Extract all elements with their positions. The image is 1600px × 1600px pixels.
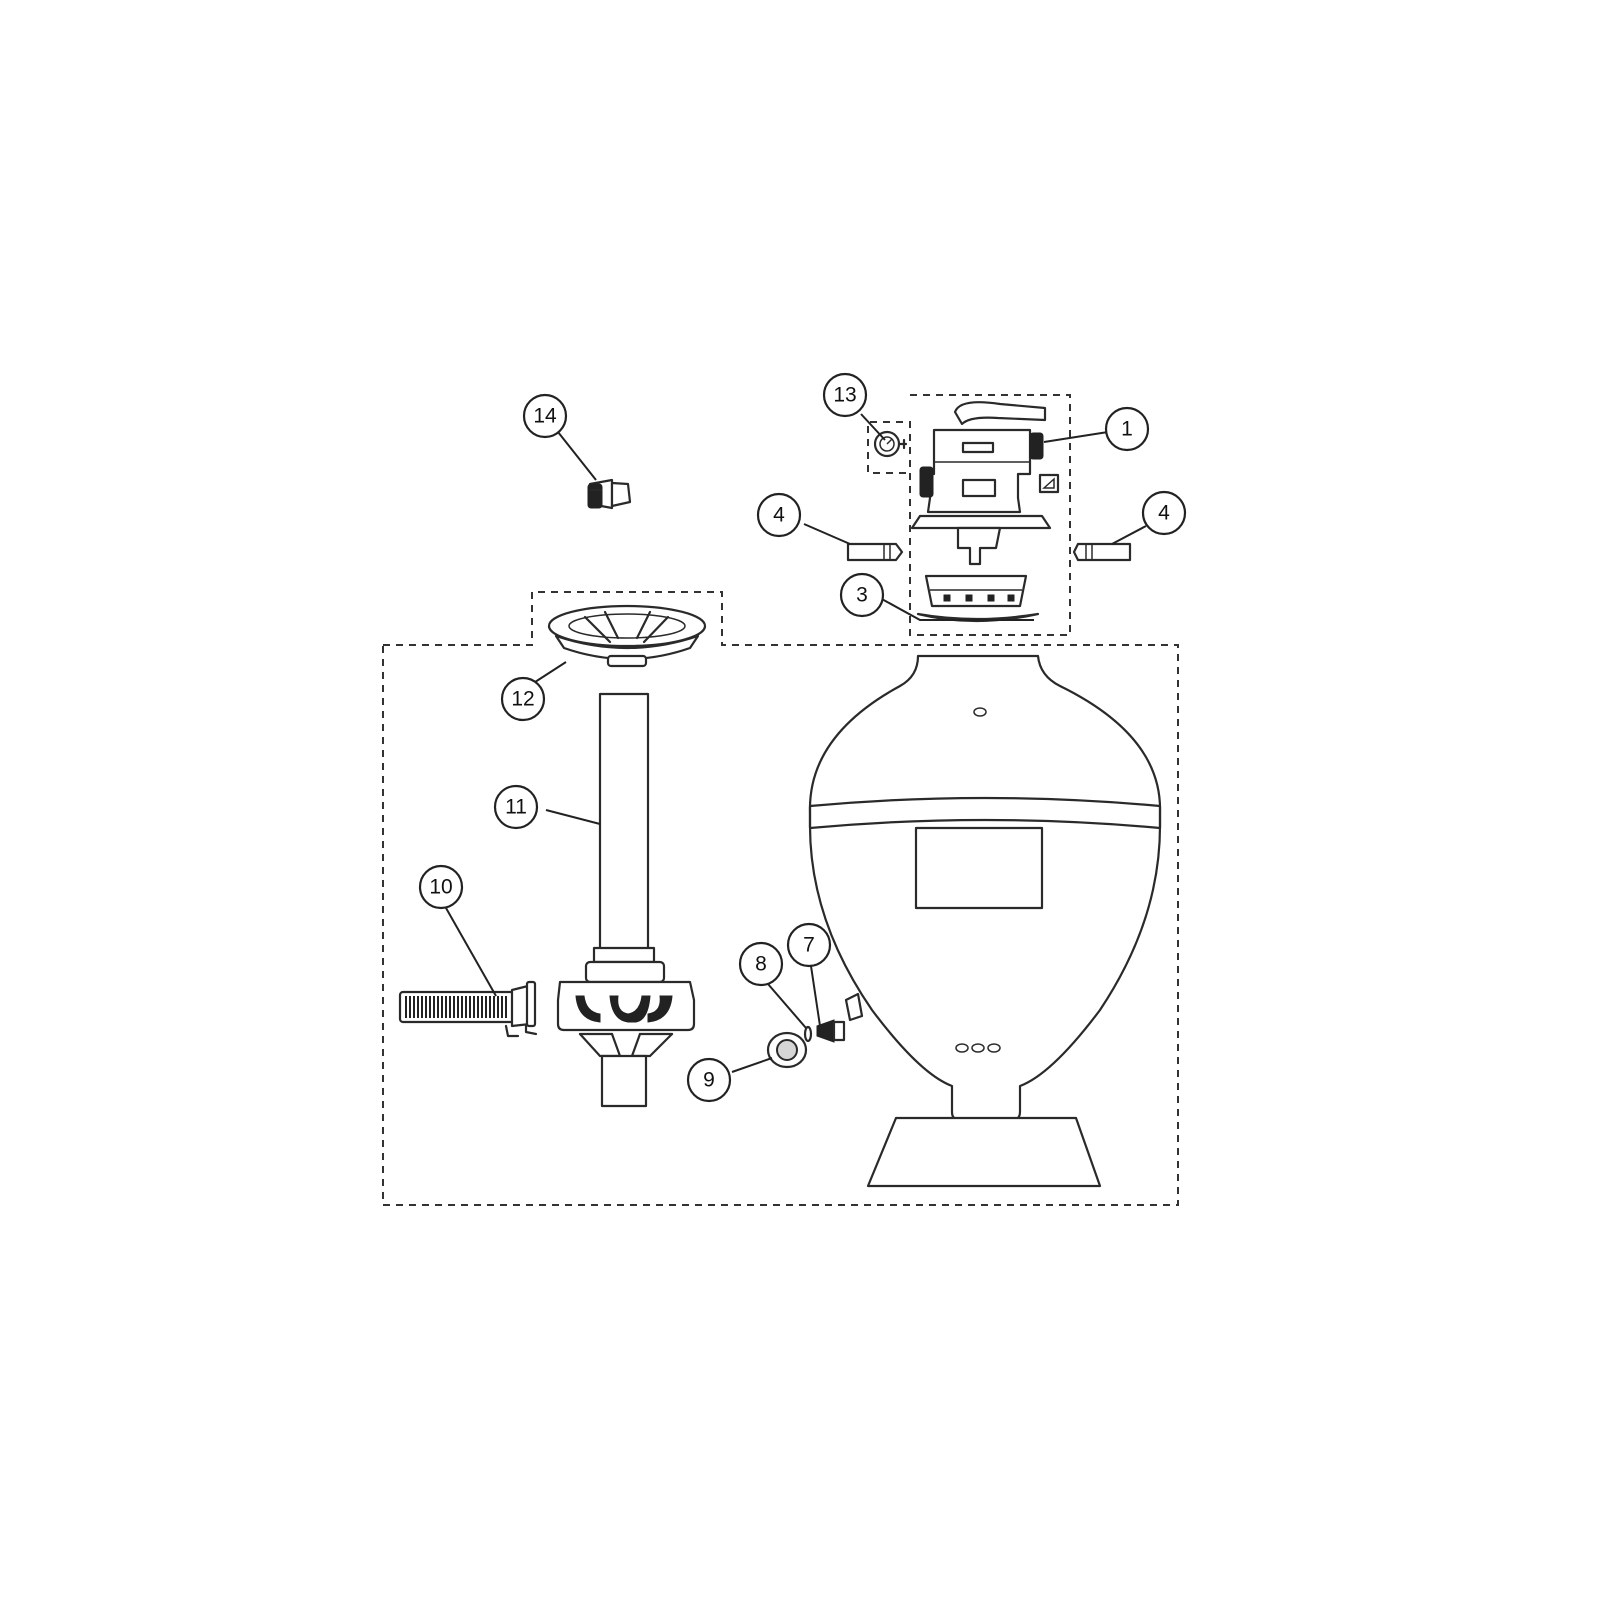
drain-oring-part: [803, 1025, 813, 1043]
callout-7-label: 7: [803, 934, 815, 957]
multiport-valve-icon: [910, 401, 1060, 566]
callout-1: 1: [1104, 406, 1150, 452]
callout-4-left: 4: [756, 492, 802, 538]
valve-group-outline: [867, 394, 1071, 636]
top-diffuser-part: [547, 604, 707, 668]
callout-7: 7: [786, 922, 832, 968]
callout-14: 14: [522, 393, 568, 439]
callout-3: 3: [839, 572, 885, 618]
callout-11-label: 11: [505, 796, 527, 819]
callout-1-label: 1: [1121, 418, 1133, 441]
tank-group-outline: [382, 591, 1179, 1206]
callout-12-label: 12: [511, 688, 534, 711]
lateral-icon: [398, 980, 538, 1038]
callout-3-label: 3: [856, 584, 868, 607]
callout-12: 12: [500, 676, 546, 722]
bulkhead-fitting-right: [1072, 542, 1132, 562]
drain-cap-part: [766, 1031, 808, 1069]
diffuser-part: [916, 574, 1040, 623]
lateral-hub-part: [556, 946, 696, 1108]
callout-9: 9: [686, 1057, 732, 1103]
callout-10: 10: [418, 864, 464, 910]
callout-14-label: 14: [533, 405, 557, 428]
callout-13-label: 13: [833, 384, 856, 407]
pressure-gauge-part: [873, 430, 908, 458]
tank-stand-part: [866, 1116, 1102, 1188]
callout-10-label: 10: [429, 876, 452, 899]
callout-8: 8: [738, 941, 784, 987]
filter-tank-icon: [808, 654, 1162, 1122]
callout-4-left-label: 4: [773, 504, 785, 527]
callout-9-label: 9: [703, 1069, 715, 1092]
callout-11: 11: [493, 784, 539, 830]
drain-plug-part: [816, 1019, 846, 1043]
callout-4-right: 4: [1141, 490, 1187, 536]
standpipe-part: [598, 692, 650, 952]
callout-8-label: 8: [755, 953, 767, 976]
hose-adapter-part: [587, 478, 632, 510]
callout-4-right-label: 4: [1158, 502, 1170, 525]
bulkhead-fitting-left: [846, 542, 904, 562]
leader-lines: [445, 413, 1147, 1073]
callout-13: 13: [822, 372, 868, 418]
